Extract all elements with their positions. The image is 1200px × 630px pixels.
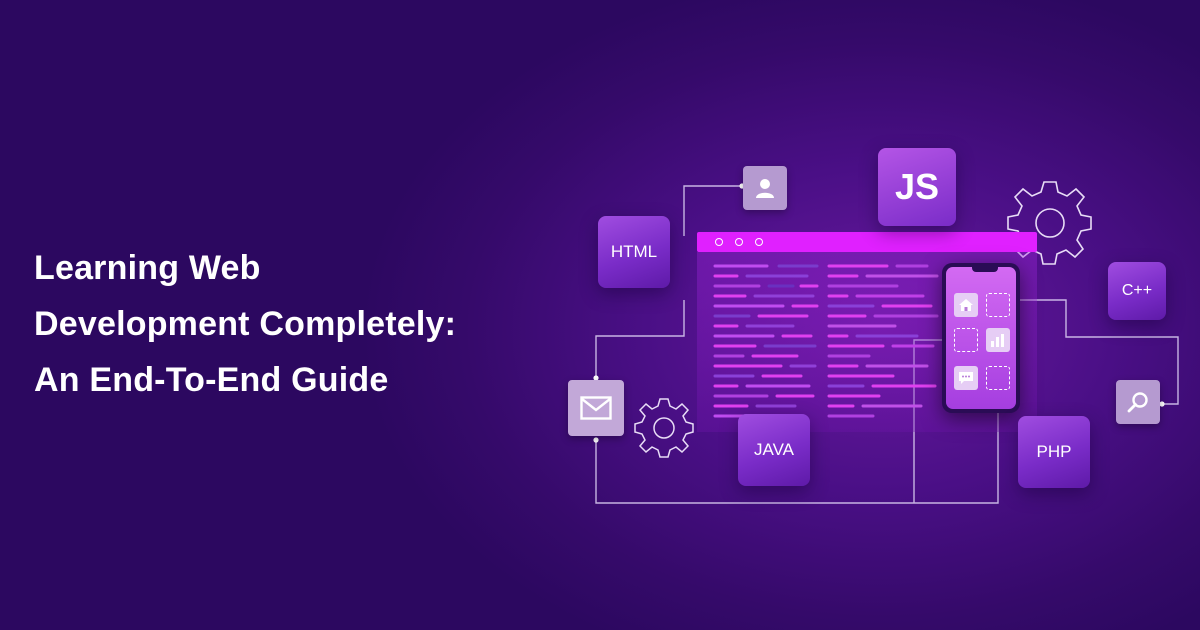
search-icon: [1116, 380, 1160, 424]
home-icon: [954, 293, 978, 317]
code-lines: [713, 264, 939, 418]
headline-line-1: Learning Web: [34, 249, 261, 287]
headline-line-3: An End-To-End Guide: [34, 361, 389, 399]
js-tile: JS: [878, 148, 956, 226]
java-label: JAVA: [754, 440, 794, 459]
chat-icon: [954, 366, 978, 390]
cpp-label: C++: [1121, 282, 1153, 299]
cpp-tile: C++: [1108, 262, 1166, 320]
phone-mockup: [942, 263, 1020, 413]
dashed-slot: [986, 366, 1010, 390]
dashed-slot: [954, 328, 978, 352]
window-dot: [715, 238, 723, 246]
dashed-slot: [986, 293, 1010, 317]
phone-notch: [972, 267, 998, 272]
html-tile: HTML: [598, 216, 670, 288]
mail-icon: [568, 380, 624, 436]
phone-screen: [946, 267, 1016, 409]
php-tile: PHP: [1018, 416, 1090, 488]
browser-titlebar: [697, 232, 1037, 252]
js-label: JS: [894, 166, 940, 207]
window-dot: [735, 238, 743, 246]
html-label: HTML: [610, 242, 658, 261]
headline: Learning Web Development Completely: An …: [34, 240, 554, 408]
php-label: PHP: [1036, 442, 1072, 461]
user-icon: [743, 166, 787, 210]
bar-chart-icon: [986, 328, 1010, 352]
java-tile: JAVA: [738, 414, 810, 486]
window-dot: [755, 238, 763, 246]
gear-icon: [634, 398, 694, 458]
headline-line-2: Development Completely:: [34, 305, 457, 343]
gear-icon: [1007, 181, 1092, 265]
